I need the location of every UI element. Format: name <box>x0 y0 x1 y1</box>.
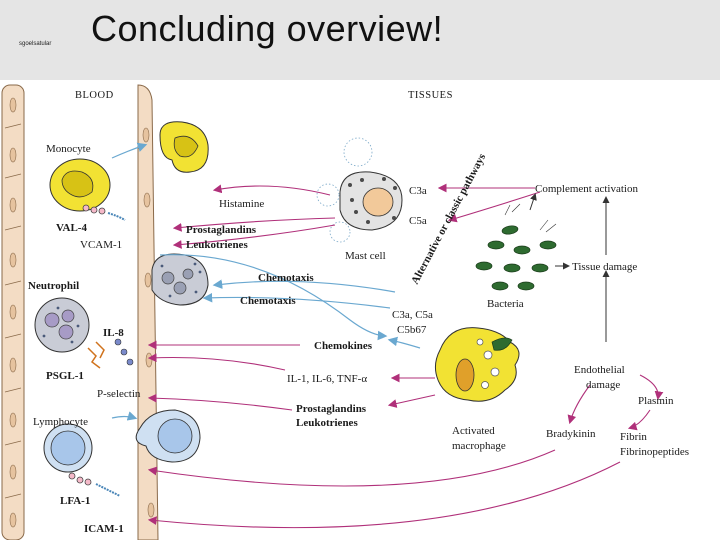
slide-title: Concluding overview! <box>91 8 444 49</box>
il8-receptor <box>87 338 134 369</box>
label-complement: Complement activation <box>535 183 638 195</box>
arrow-endothelial-bradykinin <box>567 384 591 425</box>
label-monocyte: Monocyte <box>46 143 91 155</box>
arrow-histamine <box>212 184 331 196</box>
arrow-chemotaxis-1 <box>212 279 396 293</box>
monocyte-cell-tissue <box>159 121 209 173</box>
label-bradykinin: Bradykinin <box>546 428 596 440</box>
vessel-wall-left <box>1 84 25 540</box>
arrow-prostaglandins-mast <box>172 217 336 232</box>
label-activated: Activated <box>452 425 495 437</box>
label-tissue-damage: Tissue damage <box>572 261 637 273</box>
label-vcam1: VCAM-1 <box>80 239 122 251</box>
arrow-c5b67-chemokines <box>387 336 421 349</box>
bacteria-cluster <box>475 203 557 291</box>
blood-header: BLOOD <box>75 90 114 101</box>
lymphocyte-cell-blood <box>43 423 93 473</box>
arrow-chemotaxis-2 <box>202 292 391 309</box>
label-fibrinopeptides: Fibrinopeptides <box>620 446 689 458</box>
label-chemotaxis-1: Chemotaxis <box>258 272 314 284</box>
label-prostaglandins-2: Prostaglandins <box>296 403 367 415</box>
arrow-prostaglandins-mac <box>387 394 436 408</box>
label-c3a-c5a: C3a, C5a <box>392 309 433 321</box>
label-lfa1: LFA-1 <box>60 495 90 507</box>
slide-header: sgoelsatular Concluding overview! <box>0 0 720 80</box>
label-pselectin: P-selectin <box>97 388 141 400</box>
arrow-bacteria-complement <box>529 193 537 211</box>
label-c5a: C5a <box>409 215 427 227</box>
label-leukotrienes-2: Leukotrienes <box>296 417 358 429</box>
arrow-prostaglandins-blood <box>147 393 293 411</box>
label-histamine: Histamine <box>219 198 264 210</box>
label-chemotaxis-2: Chemotaxis <box>240 295 296 307</box>
lfa1-receptor <box>68 472 121 497</box>
lymphocyte-cell-wall <box>135 409 201 463</box>
arrow-cytokines-blood <box>147 353 286 371</box>
arrow-chemotaxis-curve <box>159 254 388 341</box>
label-prostaglandins-1: Prostaglandins <box>186 224 257 236</box>
label-plasmin: Plasmin <box>638 395 674 407</box>
label-macrophage: macrophage <box>452 440 506 452</box>
label-mast-cell: Mast cell <box>345 250 386 262</box>
label-il8: IL-8 <box>103 327 124 339</box>
arrow-monocyte-migration <box>111 142 148 159</box>
val4-receptor <box>82 204 126 221</box>
label-lymphocyte: Lymphocyte <box>33 416 88 428</box>
label-bacteria: Bacteria <box>487 298 524 310</box>
activated-macrophage <box>434 327 520 402</box>
vessel-wall-right <box>137 84 159 540</box>
arrow-lymphocyte-migration <box>111 411 138 421</box>
arrow-fibrin <box>147 461 621 529</box>
label-neutrophil: Neutrophil <box>28 280 79 292</box>
label-c5b67: C5b67 <box>397 324 427 336</box>
monocyte-cell-blood <box>49 158 111 212</box>
arrow-plasmin-fibrin <box>627 409 651 431</box>
inflammation-diagram: BLOOD TISSUES <box>1 84 689 540</box>
label-damage: damage <box>586 379 620 391</box>
label-icam1: ICAM-1 <box>84 523 124 535</box>
arrow-bradykinin <box>147 449 556 487</box>
arrow-leukotrienes-mast <box>172 224 336 249</box>
label-cytokines: IL-1, IL-6, TNF-α <box>287 373 367 385</box>
label-psgl1: PSGL-1 <box>46 370 84 382</box>
slide-tag: sgoelsatular <box>19 41 52 47</box>
label-chemokines: Chemokines <box>314 340 373 352</box>
arrow-endothelial-plasmin <box>639 374 664 401</box>
neutrophil-cell-blood <box>34 297 90 353</box>
neutrophil-cell-wall <box>151 253 209 306</box>
label-fibrin: Fibrin <box>620 431 647 443</box>
label-endothelial: Endothelial <box>574 364 625 376</box>
label-c3a: C3a <box>409 185 427 197</box>
tissues-header: TISSUES <box>408 90 453 101</box>
mast-cell <box>316 137 403 243</box>
label-leukotrienes-1: Leukotrienes <box>186 239 248 251</box>
label-val4: VAL-4 <box>56 222 87 234</box>
